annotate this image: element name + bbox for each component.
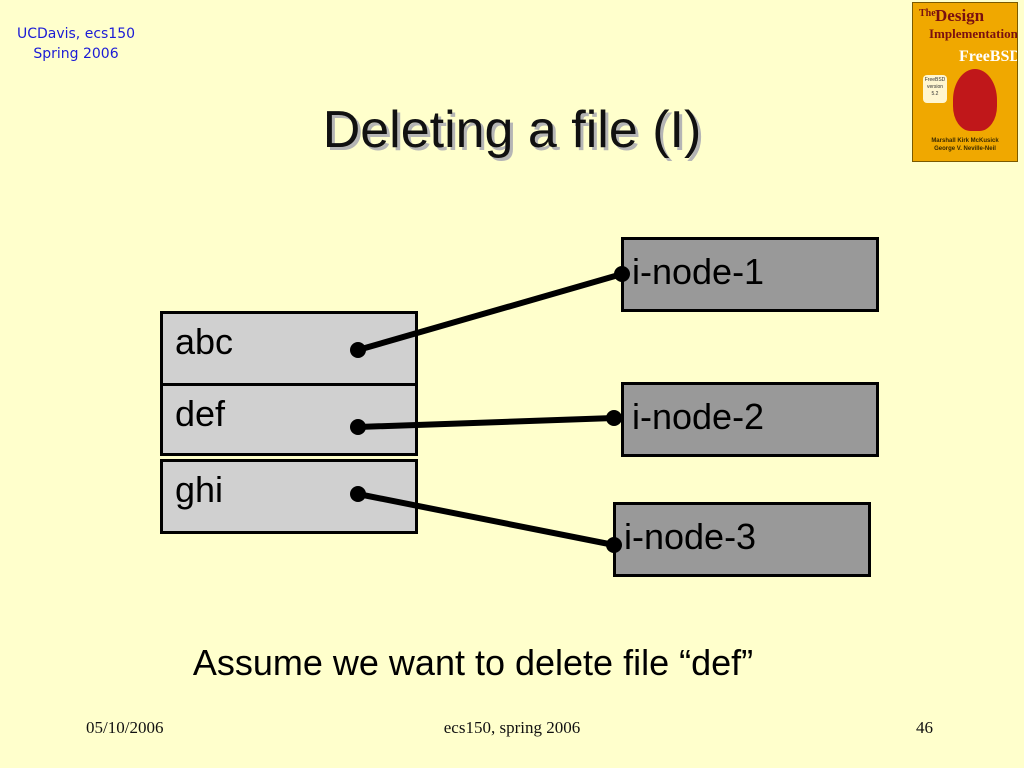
inode-label: i-node-1 (632, 251, 765, 292)
book-title-line2: Implementation (929, 26, 1018, 41)
footer-date: 05/10/2006 (86, 718, 164, 737)
directory-entry-label: ghi (175, 469, 224, 510)
book-title-small: The (919, 8, 936, 19)
link-abc-to-inode-1 (355, 271, 625, 353)
pointer-dot-inode-2 (606, 410, 622, 426)
inode-box-2: i-node-2 (621, 382, 879, 457)
bsd-daemon-icon (953, 69, 997, 131)
book-badge: FreeBSD version 5.2 (923, 75, 947, 103)
pointer-dot-def (350, 419, 366, 435)
course-label: UCDavis, ecs150 Spring 2006 (0, 24, 152, 64)
slide-number: 46 (916, 718, 933, 737)
freebsd-book-cover-image: The Design Implementation FreeBSD FreeBS… (912, 2, 1018, 162)
slide-title: Deleting a file (I) (322, 101, 702, 159)
pointer-dot-abc (350, 342, 366, 358)
inode-label: i-node-3 (624, 516, 757, 557)
course-line-1: UCDavis, ecs150 (16, 26, 136, 42)
pointer-dot-ghi (350, 486, 366, 502)
book-title-line1: Design (935, 6, 985, 25)
book-title-line3: FreeBSD (959, 48, 1018, 65)
book-authors: Marshall Kirk McKusick George V. Neville… (931, 138, 999, 152)
link-ghi-to-inode-3 (355, 491, 617, 548)
directory-entry-label: def (175, 393, 226, 434)
pointer-dot-inode-3 (606, 537, 622, 553)
pointer-dot-inode-1 (614, 266, 630, 282)
inode-box-3: i-node-3 (613, 502, 871, 577)
course-line-2: Spring 2006 (33, 46, 119, 62)
inode-label: i-node-2 (632, 396, 765, 437)
inode-box-1: i-node-1 (621, 237, 879, 312)
directory-entry-def: def (160, 383, 418, 456)
link-def-to-inode-2 (355, 415, 617, 430)
footer-course: ecs150, spring 2006 (443, 718, 581, 737)
slide-caption: Assume we want to delete file “def” (192, 642, 754, 683)
directory-entry-label: abc (175, 321, 234, 362)
